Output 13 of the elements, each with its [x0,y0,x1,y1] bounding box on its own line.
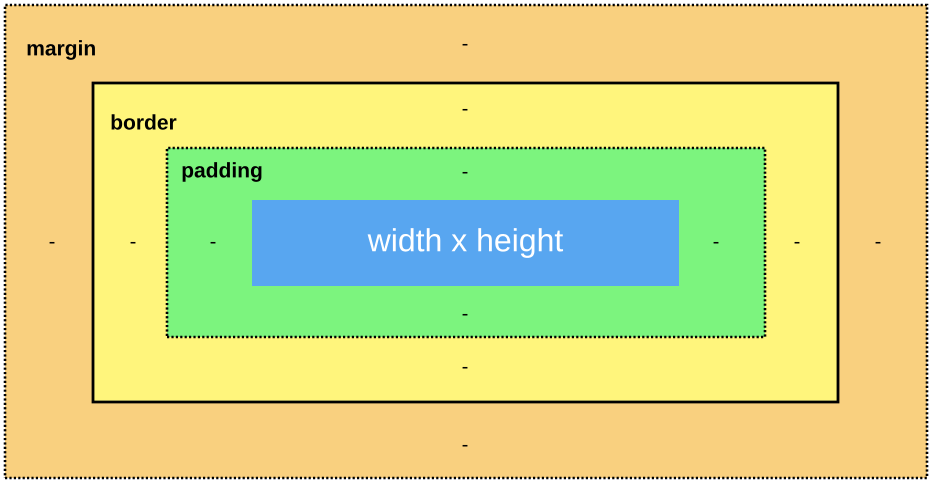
dash-label: - [50,242,54,244]
dash-label: - [462,444,468,446]
dash-label: - [130,242,136,244]
dash-label: - [714,242,718,244]
dash-label: - [794,242,800,244]
dash-label: - [210,242,216,244]
dash-label: - [462,108,468,110]
dash-label: - [462,314,468,316]
dash-label: - [462,172,468,174]
dash-label: - [462,44,468,46]
dash-label: - [462,366,468,368]
content-box: width x height [252,200,679,286]
dash-label: - [876,242,880,244]
